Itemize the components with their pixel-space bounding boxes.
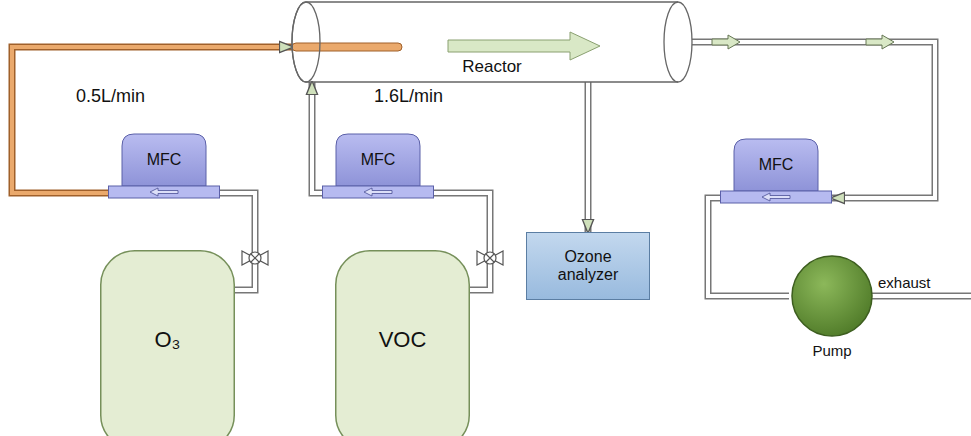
inlet-tube (292, 43, 402, 51)
text-area: Reactor (322, 54, 662, 80)
valve-symbol (477, 251, 503, 265)
pipe-wall (585, 82, 592, 232)
pipe-wall (708, 198, 789, 296)
pipe-connector (692, 42, 935, 198)
pipe-bore (586, 82, 590, 232)
node-label: Ozone analyzer (542, 248, 634, 285)
text-area: O₃ (108, 290, 227, 390)
text-area: Ozone analyzer (542, 236, 634, 296)
flow-arrow (448, 32, 600, 60)
pump: Pump (789, 253, 875, 365)
pipe-bore (312, 82, 322, 193)
valve-symbol (242, 251, 268, 265)
pipe-connector (588, 82, 589, 232)
text-area: VOC (343, 290, 462, 390)
text-area: MFC (734, 139, 818, 191)
text-area: MFC (336, 134, 420, 186)
flow-rate: 0.5L/min (76, 86, 145, 107)
node-label: VOC (379, 327, 427, 352)
text-area: MFC (122, 134, 206, 186)
pipe-wall (12, 47, 292, 193)
pipe-wall (312, 82, 322, 193)
pipe-connector (708, 198, 789, 296)
flow-arrow (866, 35, 894, 49)
text-area: Pump (789, 339, 875, 363)
reactor-cylinder: Reactor (292, 2, 692, 82)
pipe-bore (692, 42, 935, 198)
flow-rate: 1.6L/min (374, 86, 443, 107)
pipe-connector (312, 82, 322, 193)
pipe-connector (12, 47, 292, 193)
exhaust-pipe-inner (872, 294, 971, 298)
pipe-bore (12, 47, 292, 193)
node-label: O₃ (154, 327, 180, 352)
pipe-wall (692, 42, 935, 198)
gas-cylinder: VOC (335, 250, 470, 436)
exhaust-pipe (872, 293, 971, 300)
pipe-bore (708, 198, 789, 296)
node-label: Pump (812, 342, 851, 359)
node-label: Reactor (462, 57, 522, 77)
mass-flow-controller: MFC (108, 134, 220, 200)
analyzer-box: Ozone analyzer (526, 232, 650, 300)
mass-flow-controller: MFC (322, 134, 434, 200)
node-label: MFC (147, 151, 182, 169)
node-label: MFC (361, 151, 396, 169)
exhaust-label: exhaust (878, 274, 931, 291)
mass-flow-controller: MFC (720, 139, 832, 205)
gas-cylinder: O₃ (100, 250, 235, 436)
flow-arrow (712, 35, 740, 49)
node-label: MFC (759, 156, 794, 174)
